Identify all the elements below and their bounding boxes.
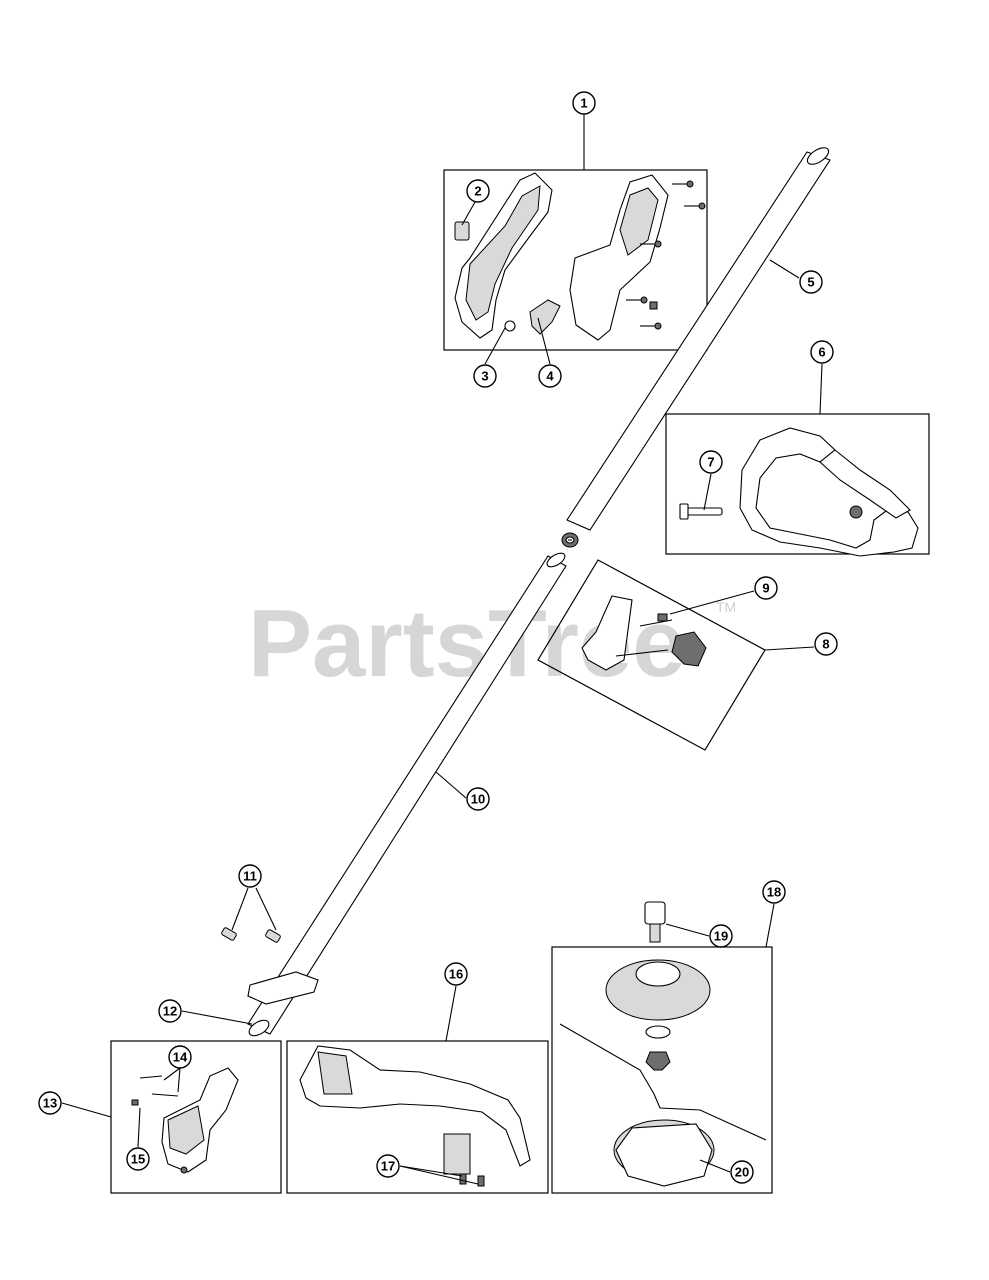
callout-1: 1 (572, 91, 596, 115)
trimmer-head (559, 901, 767, 1187)
callout-7: 7 (699, 450, 723, 474)
callout-20: 20 (730, 1160, 754, 1184)
callout-16: 16 (444, 962, 468, 986)
guard-bracket (221, 927, 319, 1005)
svg-text:6: 6 (818, 345, 825, 360)
spring-part-3 (504, 320, 516, 332)
svg-text:20: 20 (735, 1165, 749, 1180)
svg-text:13: 13 (43, 1096, 57, 1111)
small-part-2 (454, 221, 470, 241)
svg-text:8: 8 (822, 637, 829, 652)
callout-13: 13 (38, 1091, 62, 1115)
gearhead (131, 1067, 239, 1174)
callout-12: 12 (158, 999, 182, 1023)
svg-text:1: 1 (580, 96, 587, 111)
callout-8: 8 (814, 632, 838, 656)
callout-15: 15 (126, 1147, 150, 1171)
svg-text:7: 7 (707, 455, 714, 470)
svg-text:17: 17 (381, 1159, 395, 1174)
callout-17: 17 (376, 1154, 400, 1178)
callout-2: 2 (466, 179, 490, 203)
callout-10: 10 (466, 787, 490, 811)
guard-box (286, 1040, 549, 1194)
svg-text:10: 10 (471, 792, 485, 807)
svg-text:9: 9 (762, 581, 769, 596)
callout-19: 19 (709, 924, 733, 948)
guard (299, 1045, 531, 1187)
svg-text:14: 14 (173, 1050, 188, 1065)
callout-11: 11 (238, 864, 262, 888)
callout-6: 6 (810, 340, 834, 364)
handle-housing-left (454, 172, 553, 339)
coupler-clamp (581, 595, 707, 671)
upper-shaft (566, 147, 831, 531)
handle-assembly-box (443, 169, 708, 351)
callout-14: 14 (168, 1045, 192, 1069)
handle-screws (626, 180, 706, 330)
trimmer-head-box (551, 946, 773, 1194)
callout-5: 5 (799, 270, 823, 294)
aux-handle-box (665, 413, 930, 555)
handle-housing-right (569, 174, 669, 341)
svg-text:11: 11 (243, 869, 257, 884)
callout-18: 18 (762, 880, 786, 904)
aux-handle (739, 427, 919, 557)
callout-9: 9 (754, 576, 778, 600)
coupler-clamp-box (537, 559, 766, 751)
svg-text:15: 15 (131, 1152, 145, 1167)
svg-text:18: 18 (767, 885, 781, 900)
leader-lines (61, 114, 823, 1185)
svg-text:2: 2 (474, 184, 481, 199)
callout-4: 4 (538, 364, 562, 388)
svg-text:12: 12 (163, 1004, 177, 1019)
aux-handle-bolt-7 (679, 503, 723, 520)
watermark-trademark: TM (716, 599, 736, 615)
svg-text:5: 5 (807, 275, 814, 290)
svg-text:4: 4 (546, 369, 554, 384)
svg-text:3: 3 (481, 369, 488, 384)
trigger-part-4 (529, 299, 561, 335)
callout-3: 3 (473, 364, 497, 388)
svg-text:16: 16 (449, 967, 463, 982)
svg-text:19: 19 (714, 929, 728, 944)
lower-shaft (247, 552, 567, 1037)
